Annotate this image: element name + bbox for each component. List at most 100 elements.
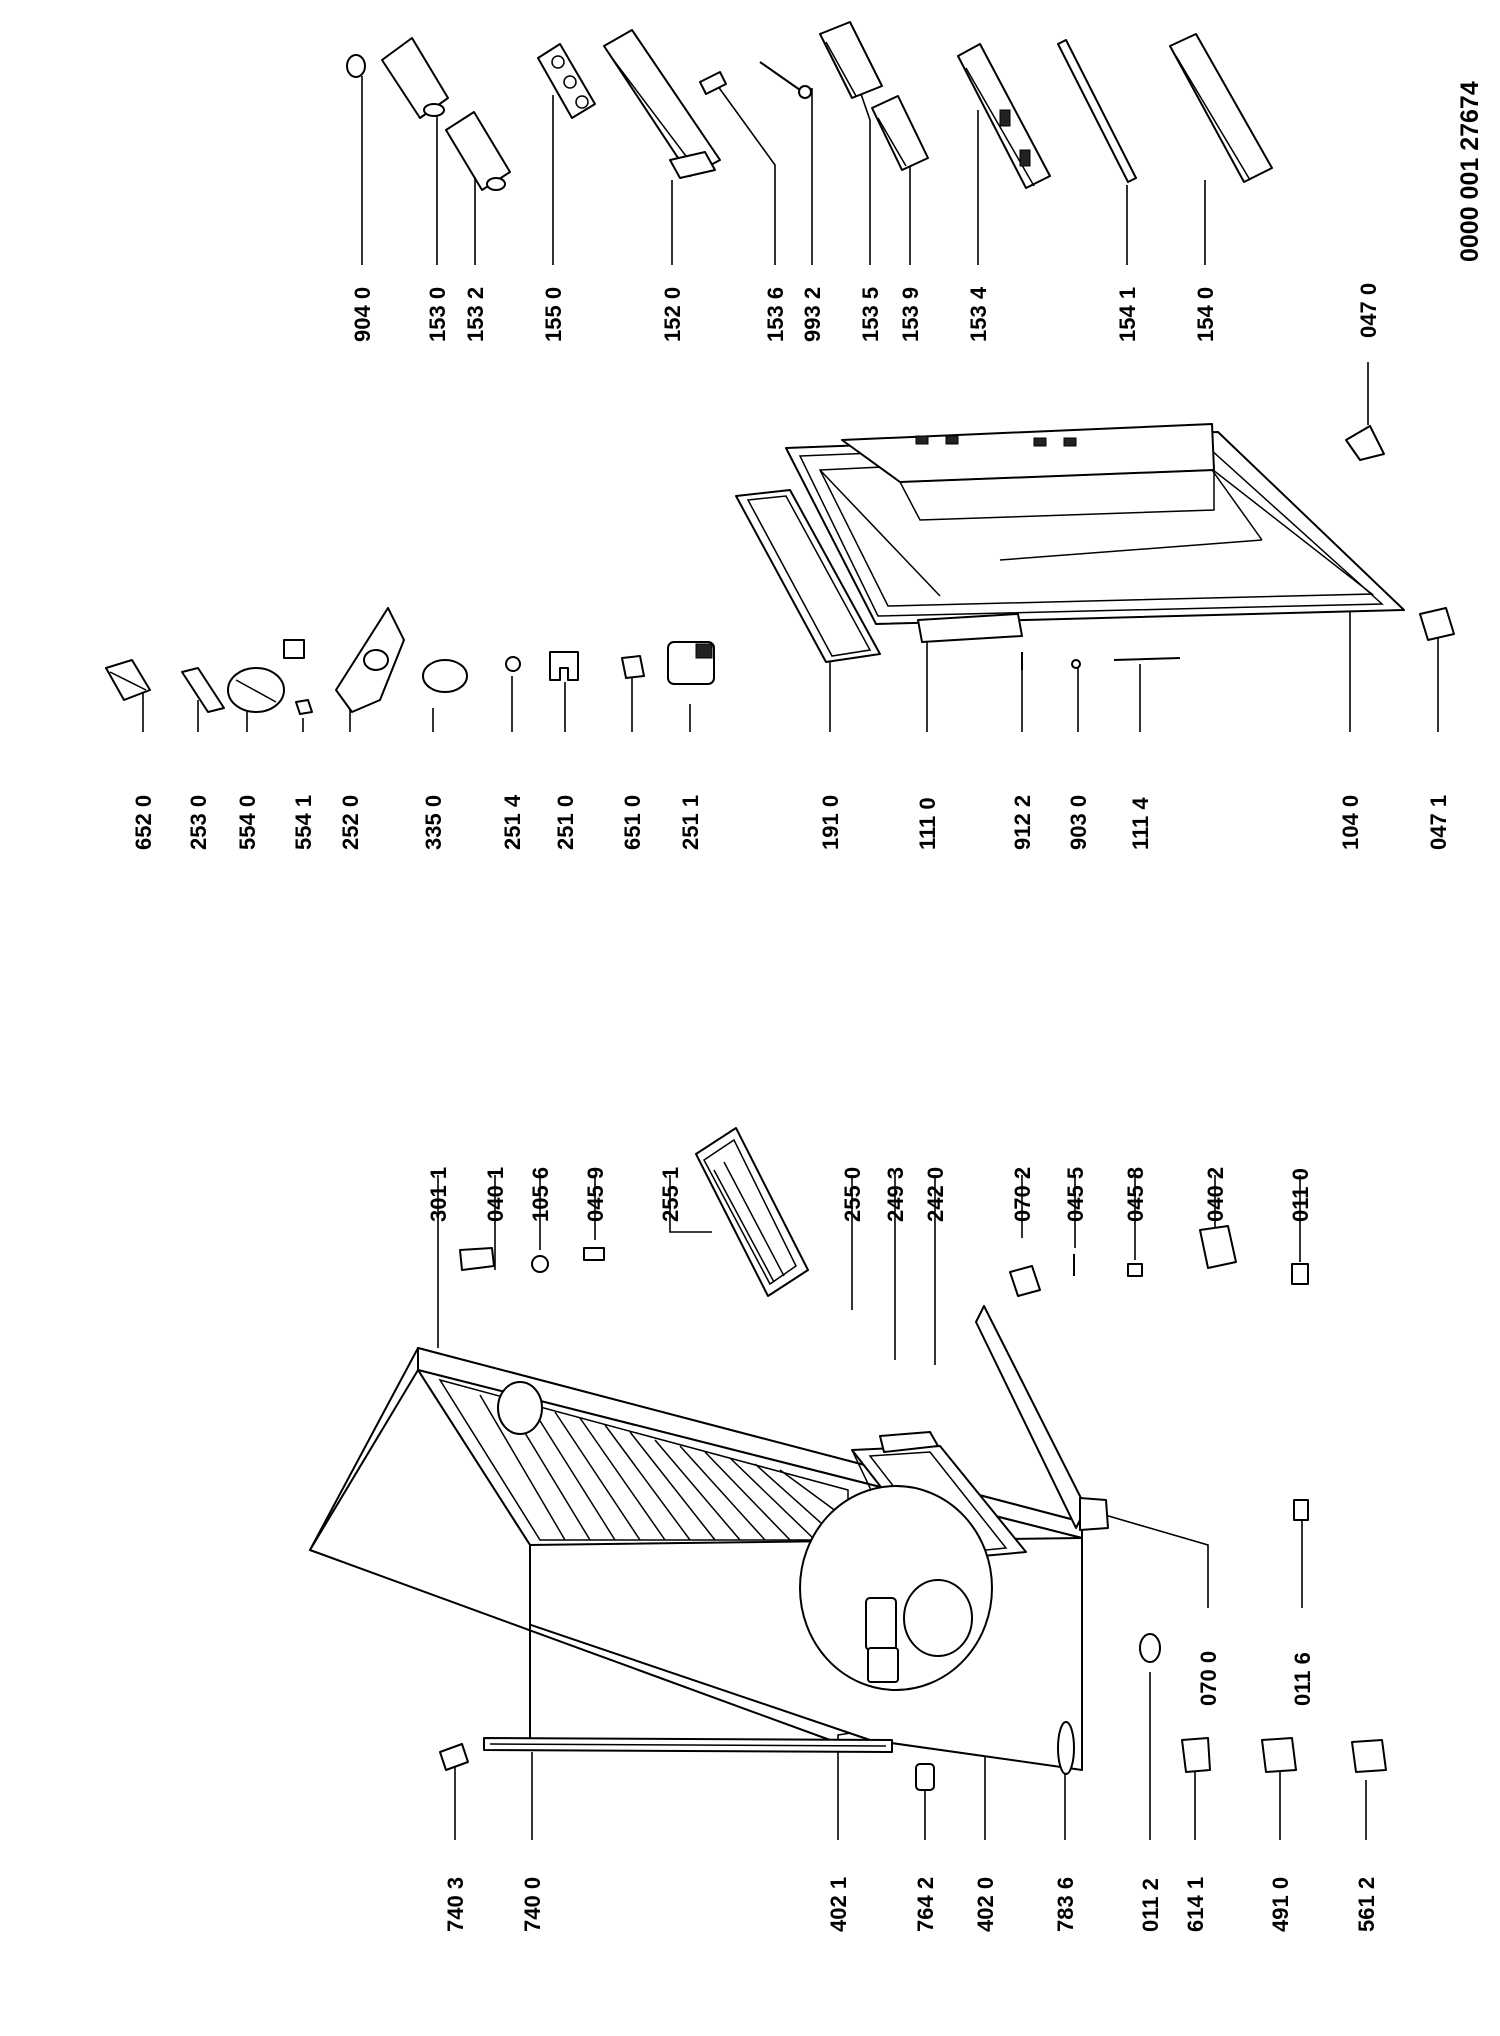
part-label-0112: 011 2 bbox=[1138, 1878, 1163, 1932]
part-040-2-hinge bbox=[1199, 1225, 1237, 1269]
part-label-4910: 491 0 bbox=[1268, 1877, 1293, 1932]
part-number-labels: 904 0 153 0 153 2 155 0 152 0 153 6 993 2 153 5… bbox=[131, 283, 1451, 1932]
cabinet-control-housing bbox=[497, 1381, 543, 1435]
part-label-0471: 047 1 bbox=[1426, 795, 1451, 850]
cabinet-assembly bbox=[309, 1127, 1387, 1791]
part-label-1539: 153 9 bbox=[898, 287, 923, 342]
part-label-2511: 251 1 bbox=[678, 795, 703, 850]
part-554-1-clip bbox=[295, 699, 313, 715]
door-slot bbox=[915, 435, 929, 445]
part-070-0-base-rail bbox=[975, 1305, 1087, 1529]
part-label-5540: 554 0 bbox=[235, 795, 260, 850]
part-label-2530: 253 0 bbox=[186, 795, 211, 850]
part-251-0-bracket bbox=[549, 651, 579, 681]
part-242-0-crisper-cover bbox=[879, 1431, 939, 1453]
part-191-0-door-gasket bbox=[735, 489, 881, 663]
part-label-9030: 903 0 bbox=[1066, 795, 1091, 850]
part-label-1530: 153 0 bbox=[425, 287, 450, 342]
part-045-8-screw bbox=[1127, 1263, 1143, 1277]
part-011-6-bolt bbox=[1293, 1499, 1309, 1521]
part-label-1532: 153 2 bbox=[463, 287, 488, 342]
part-153-5-box bbox=[819, 21, 883, 99]
part-label-0116: 011 6 bbox=[1290, 1652, 1315, 1706]
part-label-7642: 764 2 bbox=[913, 1877, 938, 1932]
part-label-1114: 111 4 bbox=[1128, 797, 1153, 850]
part-label-1040: 104 0 bbox=[1338, 795, 1363, 850]
part-label-2514: 251 4 bbox=[500, 794, 525, 850]
part-label-2520: 252 0 bbox=[338, 795, 363, 850]
part-614-1-relay bbox=[1181, 1737, 1211, 1773]
part-label-1540: 154 0 bbox=[1193, 287, 1218, 342]
document-number: 0000 001 27674 bbox=[1456, 81, 1484, 262]
part-904-0-cap bbox=[346, 54, 366, 78]
part-252-0-control-housing bbox=[335, 607, 405, 713]
part-label-1541: 154 1 bbox=[1115, 287, 1140, 342]
part-label-2510: 251 0 bbox=[553, 795, 578, 850]
part-255-0-shelf-ribs bbox=[479, 1394, 849, 1541]
part-label-6141: 614 1 bbox=[1183, 1877, 1208, 1932]
part-label-4020: 402 0 bbox=[973, 1877, 998, 1932]
part-label-1535: 153 5 bbox=[858, 287, 883, 342]
control-and-small-parts bbox=[105, 607, 715, 715]
part-561-2-clamp bbox=[1351, 1739, 1387, 1773]
part-651-0-sensor bbox=[621, 655, 645, 679]
part-label-1536: 153 6 bbox=[763, 287, 788, 342]
part-label-7400: 740 0 bbox=[520, 1877, 545, 1932]
part-153-0-egg-holder bbox=[381, 37, 449, 119]
part-label-9040: 904 0 bbox=[350, 287, 375, 342]
door-slot bbox=[1063, 437, 1077, 447]
part-740-0-condenser bbox=[483, 1737, 893, 1753]
part-251-1-lamp-housing bbox=[667, 641, 715, 685]
part-label-4021: 402 1 bbox=[826, 1877, 851, 1932]
part-153-4-bottle-shelf bbox=[957, 43, 1051, 189]
part-554-0-lamp-cover bbox=[227, 667, 285, 713]
leader-lines bbox=[142, 67, 1439, 1840]
part-255-1-glass-shelf bbox=[695, 1127, 809, 1297]
part-155-0-egg-tray bbox=[537, 43, 596, 119]
part-153-6-clip bbox=[699, 71, 727, 95]
part-label-9932: 993 2 bbox=[800, 287, 825, 342]
part-070-0-foot bbox=[1079, 1497, 1109, 1531]
part-047-1-hinge-cover bbox=[1419, 607, 1455, 641]
part-154-0-door-shelf bbox=[1169, 33, 1273, 183]
part-251-4-cap bbox=[505, 656, 521, 672]
part-153-9-box bbox=[871, 95, 929, 171]
part-label-9122: 912 2 bbox=[1010, 795, 1035, 850]
part-152-0-door-shelf bbox=[603, 29, 721, 179]
part-label-1534: 153 4 bbox=[966, 286, 991, 342]
part-label-6510: 651 0 bbox=[620, 795, 645, 850]
part-040-1-bracket bbox=[459, 1247, 495, 1271]
part-491-0-cover bbox=[1261, 1737, 1297, 1773]
part-label-1550: 155 0 bbox=[541, 287, 566, 342]
part-011-0-bolt bbox=[1291, 1263, 1309, 1285]
part-111-4-strip bbox=[1113, 657, 1181, 661]
part-label-6520: 652 0 bbox=[131, 795, 156, 850]
door-slot bbox=[945, 435, 959, 445]
part-045-9-pin bbox=[583, 1247, 605, 1261]
part-label-7836: 783 6 bbox=[1053, 1877, 1078, 1932]
part-105-6-bushing bbox=[531, 1255, 549, 1273]
part-label-7403: 740 3 bbox=[443, 1877, 468, 1932]
part-783-6-drain bbox=[1057, 1721, 1075, 1775]
part-740-3-hinge bbox=[439, 1743, 469, 1771]
part-label-5612: 561 2 bbox=[1354, 1877, 1379, 1932]
part-label-1910: 191 0 bbox=[818, 795, 843, 850]
door-slot bbox=[1033, 437, 1047, 447]
part-047-0-hinge-cover bbox=[1345, 425, 1385, 461]
part-993-2-spring bbox=[759, 61, 812, 99]
part-label-5541: 554 1 bbox=[291, 795, 316, 850]
part-335-0-knob bbox=[422, 659, 468, 693]
part-label-1110: 111 0 bbox=[915, 797, 940, 850]
part-554-0-bracket bbox=[283, 639, 305, 659]
part-label-0470: 047 0 bbox=[1356, 283, 1381, 338]
part-652-0-thermostat bbox=[105, 659, 151, 701]
part-764-2-capillary bbox=[915, 1763, 935, 1791]
part-154-1-rail bbox=[1057, 39, 1137, 183]
part-label-3350: 335 0 bbox=[421, 795, 446, 850]
part-402-0-compressor bbox=[799, 1485, 993, 1691]
part-111-0-plate bbox=[917, 613, 1023, 643]
part-label-1520: 152 0 bbox=[660, 287, 685, 342]
part-153-2-egg-holder bbox=[445, 111, 511, 191]
part-011-2-plug bbox=[1139, 1633, 1161, 1663]
